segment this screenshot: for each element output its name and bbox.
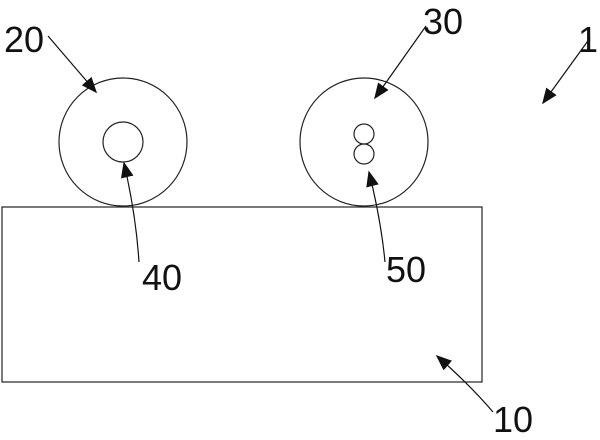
leader-line-10 <box>435 354 494 413</box>
double-hole-lower <box>353 143 375 165</box>
single-hole <box>102 121 144 163</box>
label-assembly: 1 <box>578 19 598 60</box>
leader-line-1 <box>542 37 591 105</box>
label-single-hole: 40 <box>142 257 182 298</box>
label-base: 10 <box>493 399 533 440</box>
label-right-disc: 30 <box>423 1 463 42</box>
label-double-hole: 50 <box>386 249 426 290</box>
leader-line-40 <box>121 161 140 263</box>
leader-line-20 <box>47 35 98 94</box>
leader-line-50 <box>366 170 386 263</box>
double-hole-upper <box>353 123 375 145</box>
leader-line-30 <box>374 25 427 100</box>
left-disc <box>58 77 188 207</box>
label-left-disc: 20 <box>4 19 44 60</box>
base-block <box>1 206 483 383</box>
right-disc <box>299 77 429 207</box>
